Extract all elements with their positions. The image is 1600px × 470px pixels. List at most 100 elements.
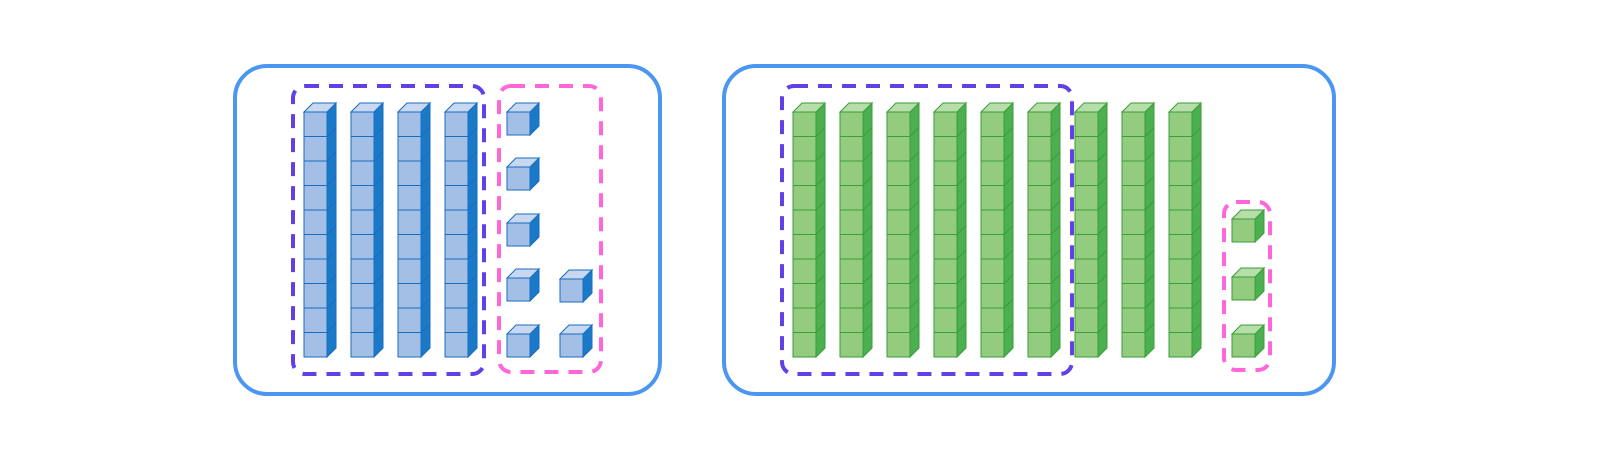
rod-unit-edge	[1050, 176, 1061, 186]
rod-unit-edge	[956, 274, 967, 284]
rod-unit-edge	[1097, 274, 1108, 284]
rod-unit-edge	[467, 127, 478, 137]
rod-unit-edge	[1191, 225, 1202, 235]
rod-unit-edge	[862, 151, 873, 162]
cube-front-face	[506, 166, 531, 191]
cube-front-face	[1231, 218, 1256, 243]
rod-unit-edge	[373, 298, 384, 309]
rod-unit-edge	[1097, 323, 1108, 333]
ten-rod	[443, 101, 479, 359]
rod-unit-edge	[420, 249, 431, 260]
ten-rod	[1120, 101, 1156, 359]
cube-front-face	[506, 333, 531, 358]
rod-unit-edge	[956, 298, 967, 309]
rod-unit-edge	[420, 225, 431, 235]
cube-front-face	[559, 333, 584, 358]
rod-unit-edge	[467, 274, 478, 284]
rod-unit-edge	[1144, 200, 1155, 211]
rod-unit-edge	[1003, 225, 1014, 235]
rod-unit-edge	[373, 127, 384, 137]
one-cube	[558, 268, 594, 304]
rod-unit-edge	[1050, 249, 1061, 260]
rod-unit-edge	[420, 151, 431, 162]
rod-unit-edge	[467, 225, 478, 235]
one-cube	[505, 267, 541, 303]
rod-unit-edge	[1191, 249, 1202, 260]
rod-unit-edge	[326, 225, 337, 235]
rod-unit-edge	[862, 176, 873, 186]
ten-rod	[838, 101, 874, 359]
ones-group-outline	[1222, 200, 1272, 372]
rod-unit-edge	[326, 151, 337, 162]
one-cube	[505, 156, 541, 192]
rod-unit-edge	[1050, 274, 1061, 284]
rod-unit-edge	[1144, 127, 1155, 137]
rod-unit-edge	[467, 176, 478, 186]
rod-unit-edge	[956, 127, 967, 137]
rod-unit-edge	[1144, 274, 1155, 284]
one-cube	[505, 101, 541, 137]
rod-unit-edge	[862, 127, 873, 137]
ten-rod	[791, 101, 827, 359]
rod-unit-edge	[956, 176, 967, 186]
one-cube	[505, 323, 541, 359]
rod-unit-edge	[420, 274, 431, 284]
panel-left	[233, 64, 662, 396]
rod-unit-edge	[815, 200, 826, 211]
rod-unit-edge	[467, 249, 478, 260]
rod-unit-edge	[815, 323, 826, 333]
rod-unit-edge	[815, 127, 826, 137]
rod-unit-edge	[909, 274, 920, 284]
rod-unit-edge	[1003, 298, 1014, 309]
rod-unit-edge	[909, 151, 920, 162]
rod-unit-edge	[1191, 176, 1202, 186]
rod-unit-edge	[909, 298, 920, 309]
cube-front-face	[506, 111, 531, 136]
rod-unit-edge	[862, 298, 873, 309]
ten-rod	[1026, 101, 1062, 359]
one-cube	[558, 323, 594, 359]
rod-unit-edge	[1003, 176, 1014, 186]
one-cube	[505, 212, 541, 248]
rod-unit-edge	[373, 249, 384, 260]
ten-rod	[1073, 101, 1109, 359]
rod-unit-edge	[956, 200, 967, 211]
rod-unit-edge	[373, 176, 384, 186]
rod-unit-edge	[467, 151, 478, 162]
rod-unit-edge	[1050, 200, 1061, 211]
rod-unit-edge	[815, 151, 826, 162]
rod-unit-edge	[326, 200, 337, 211]
ten-rod	[396, 101, 432, 359]
rod-unit-edge	[1191, 127, 1202, 137]
cube-front-face	[559, 278, 584, 303]
rod-unit-edge	[373, 274, 384, 284]
rod-unit-edge	[420, 127, 431, 137]
rod-unit-edge	[1097, 200, 1108, 211]
rod-unit-edge	[815, 176, 826, 186]
rod-unit-edge	[326, 249, 337, 260]
rod-unit-edge	[1191, 323, 1202, 333]
rod-unit-edge	[1097, 225, 1108, 235]
rod-unit-edge	[862, 274, 873, 284]
rod-unit-edge	[1191, 274, 1202, 284]
rod-unit-edge	[1003, 127, 1014, 137]
rod-unit-edge	[1050, 127, 1061, 137]
rod-unit-edge	[420, 298, 431, 309]
rod-unit-edge	[467, 323, 478, 333]
rod-unit-edge	[909, 249, 920, 260]
rod-unit-edge	[467, 200, 478, 211]
rod-unit-edge	[326, 127, 337, 137]
rod-unit-edge	[1144, 298, 1155, 309]
rod-unit-edge	[420, 200, 431, 211]
rod-unit-edge	[420, 323, 431, 333]
rod-unit-edge	[326, 176, 337, 186]
rod-unit-edge	[862, 200, 873, 211]
rod-unit-edge	[326, 298, 337, 309]
rod-unit-edge	[909, 200, 920, 211]
rod-unit-edge	[467, 298, 478, 309]
cube-front-face	[506, 222, 531, 247]
rod-unit-edge	[1050, 323, 1061, 333]
panel-border	[233, 64, 662, 396]
rod-unit-edge	[956, 151, 967, 162]
